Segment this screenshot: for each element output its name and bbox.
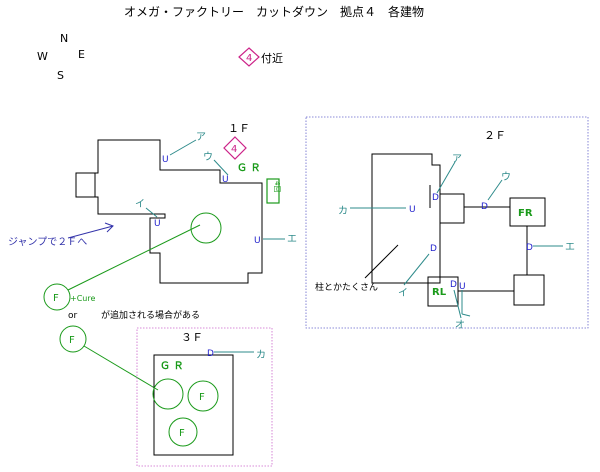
compass-n: N (60, 32, 68, 45)
marker-number: 4 (246, 53, 252, 64)
floor1-gr-label: Ｇ Ｒ (237, 162, 260, 174)
floor2-fr-label: FR (518, 208, 533, 219)
floor2-callout-i: イ (398, 288, 408, 299)
floor1-line-i (145, 207, 158, 218)
floor2-callout-o: オ (455, 319, 465, 331)
floor2-door-o1: D (450, 280, 457, 290)
floor3-border (136, 327, 273, 467)
floor2-door-ka: U (409, 205, 416, 215)
floor2-callout-e: エ (565, 242, 575, 253)
floor1-sign-box (266, 178, 280, 204)
floor2-line-o3 (461, 313, 471, 317)
floor3-heading: ３Ｆ (181, 331, 203, 344)
floor2-border (305, 116, 589, 329)
floor3-door-d: D (207, 349, 214, 359)
floor1-note: が追加される場合がある (101, 309, 200, 321)
floor1-walls (75, 139, 263, 284)
floor3-extra-circle (152, 378, 184, 410)
floor1-sign: 4回 (273, 181, 281, 192)
floor2-rl-room (427, 276, 459, 307)
floor1-marker-diamond-icon (223, 136, 247, 160)
floor3-f-label-1: F (199, 392, 205, 403)
floor1-door-u: U (222, 175, 229, 185)
floor2-door-e: D (526, 243, 533, 253)
compass-e: E (78, 48, 85, 61)
floor1-door-i: U (154, 219, 161, 229)
floor1-callout-a: ア (196, 132, 206, 143)
floor2-map: ２Ｆ FR RL U D D D D D U (305, 116, 589, 331)
compass-s: S (57, 69, 64, 82)
jump-arrow-head-icon (104, 222, 114, 233)
floor2-rl-label: RL (432, 287, 447, 298)
jump-arrow (67, 225, 114, 239)
floor1-or: or (68, 311, 78, 321)
floor1-f2-line (83, 345, 159, 391)
floor3-gr-label: Ｇ Ｒ (160, 360, 183, 372)
floor2-door-i: D (430, 244, 437, 254)
floor1-callout-u: ウ (203, 151, 213, 163)
floor1-f-circle (43, 283, 71, 311)
floor3-callout-ka: カ (256, 349, 266, 361)
marker-label: 付近 (261, 52, 283, 65)
floor2-door-u: D (481, 202, 488, 212)
floor3-map: ３Ｆ D カ Ｇ Ｒ F F (136, 327, 273, 467)
floor1-line-u (213, 159, 229, 176)
floor3-f-label-2: F (179, 428, 185, 439)
floor2-door-a: D (432, 193, 439, 203)
floor1-callout-e: エ (287, 234, 297, 245)
floor1-door-e: U (254, 236, 261, 246)
floor1-circle (190, 212, 222, 244)
floor3-room (153, 354, 234, 456)
floor2-heading: ２Ｆ (484, 129, 506, 142)
floor2-note-line (364, 244, 399, 279)
location-marker: 4 付近 (238, 47, 283, 67)
jump-note: ジャンプで２Ｆへ (8, 236, 87, 248)
floor2-line-u (487, 179, 503, 201)
compass-w: W (37, 50, 48, 63)
floor1-marker-number: 4 (231, 144, 237, 155)
floor1-door-a: U (162, 155, 169, 165)
marker-diamond-icon (238, 47, 260, 67)
floor2-line-i (403, 253, 430, 286)
floor1-f2-circle (59, 325, 87, 353)
floor2-callout-a: ア (452, 154, 462, 165)
floor2-br-room (513, 274, 545, 306)
compass: N W E S (37, 32, 85, 82)
floor3-f-circle-1 (187, 380, 219, 412)
floor2-door-o2: U (459, 282, 466, 292)
floor1-f-line (67, 224, 201, 291)
floor2-callout-ka: カ (338, 205, 348, 217)
floor1-f2-label: F (69, 335, 75, 346)
floor1-map: １Ｆ 4 U U U U ア ウ イ エ Ｇ Ｒ 4 (8, 122, 297, 391)
page-title: オメガ・ファクトリー カットダウン 拠点４ 各建物 (124, 4, 424, 19)
floor2-small-room (439, 193, 465, 224)
floor2-line-a (436, 161, 456, 194)
floor2-line-o1 (453, 289, 462, 319)
floor1-f-label: F (53, 293, 59, 304)
floor2-callout-u: ウ (501, 171, 511, 183)
floor3-f-circle-2 (168, 417, 198, 447)
floor2-note: 柱とかたくさん (315, 281, 378, 293)
floor2-main-walls (371, 153, 441, 284)
floor1-callout-i: イ (135, 199, 145, 210)
floor1-line-a (169, 139, 197, 156)
floor1-cure: +Cure (70, 294, 95, 303)
floor1-heading: １Ｆ (228, 122, 250, 135)
